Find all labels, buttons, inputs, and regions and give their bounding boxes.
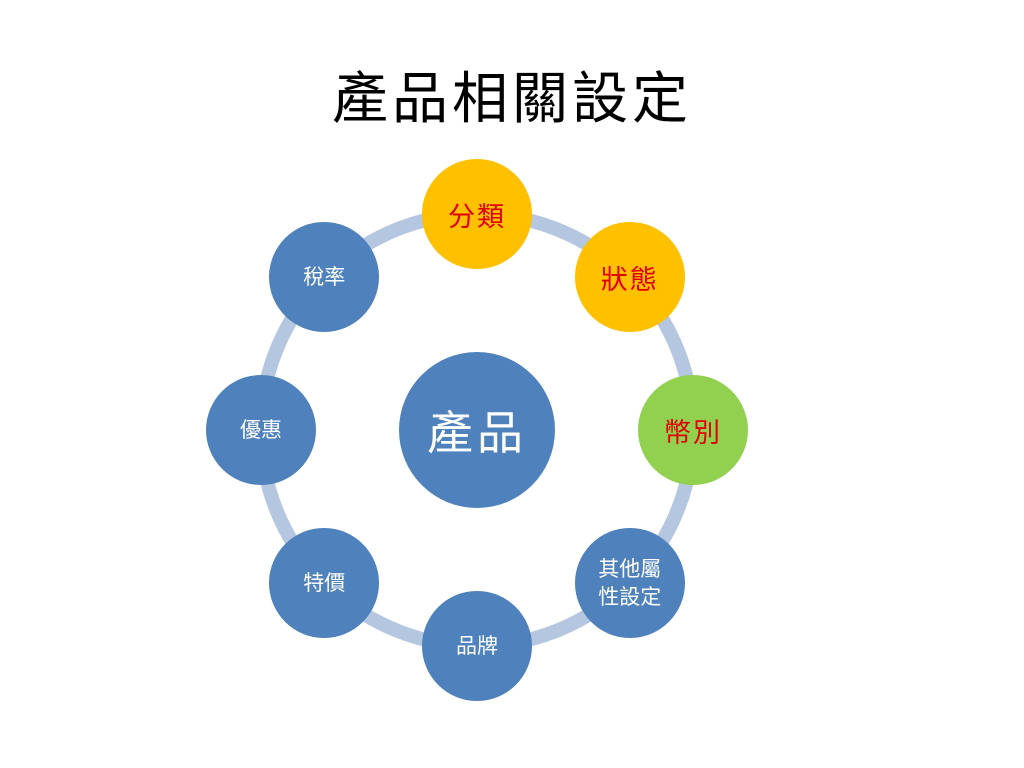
cycle-node-bibie: 幣別 xyxy=(638,375,748,485)
cycle-node-tejia: 特價 xyxy=(269,527,380,638)
page-title: 產品相關設定 xyxy=(332,67,692,132)
center-node: 產品 xyxy=(399,352,555,508)
cycle-node-pinpai: 品牌 xyxy=(422,591,532,701)
cycle-node-fenlei: 分類 xyxy=(422,159,532,269)
cycle-node-zhuangtai: 狀態 xyxy=(574,222,685,333)
cycle-node-qita: 其他屬 性設定 xyxy=(574,527,685,638)
cycle-node-youhui: 優惠 xyxy=(206,375,316,485)
cycle-node-shuilv: 稅率 xyxy=(269,222,380,333)
